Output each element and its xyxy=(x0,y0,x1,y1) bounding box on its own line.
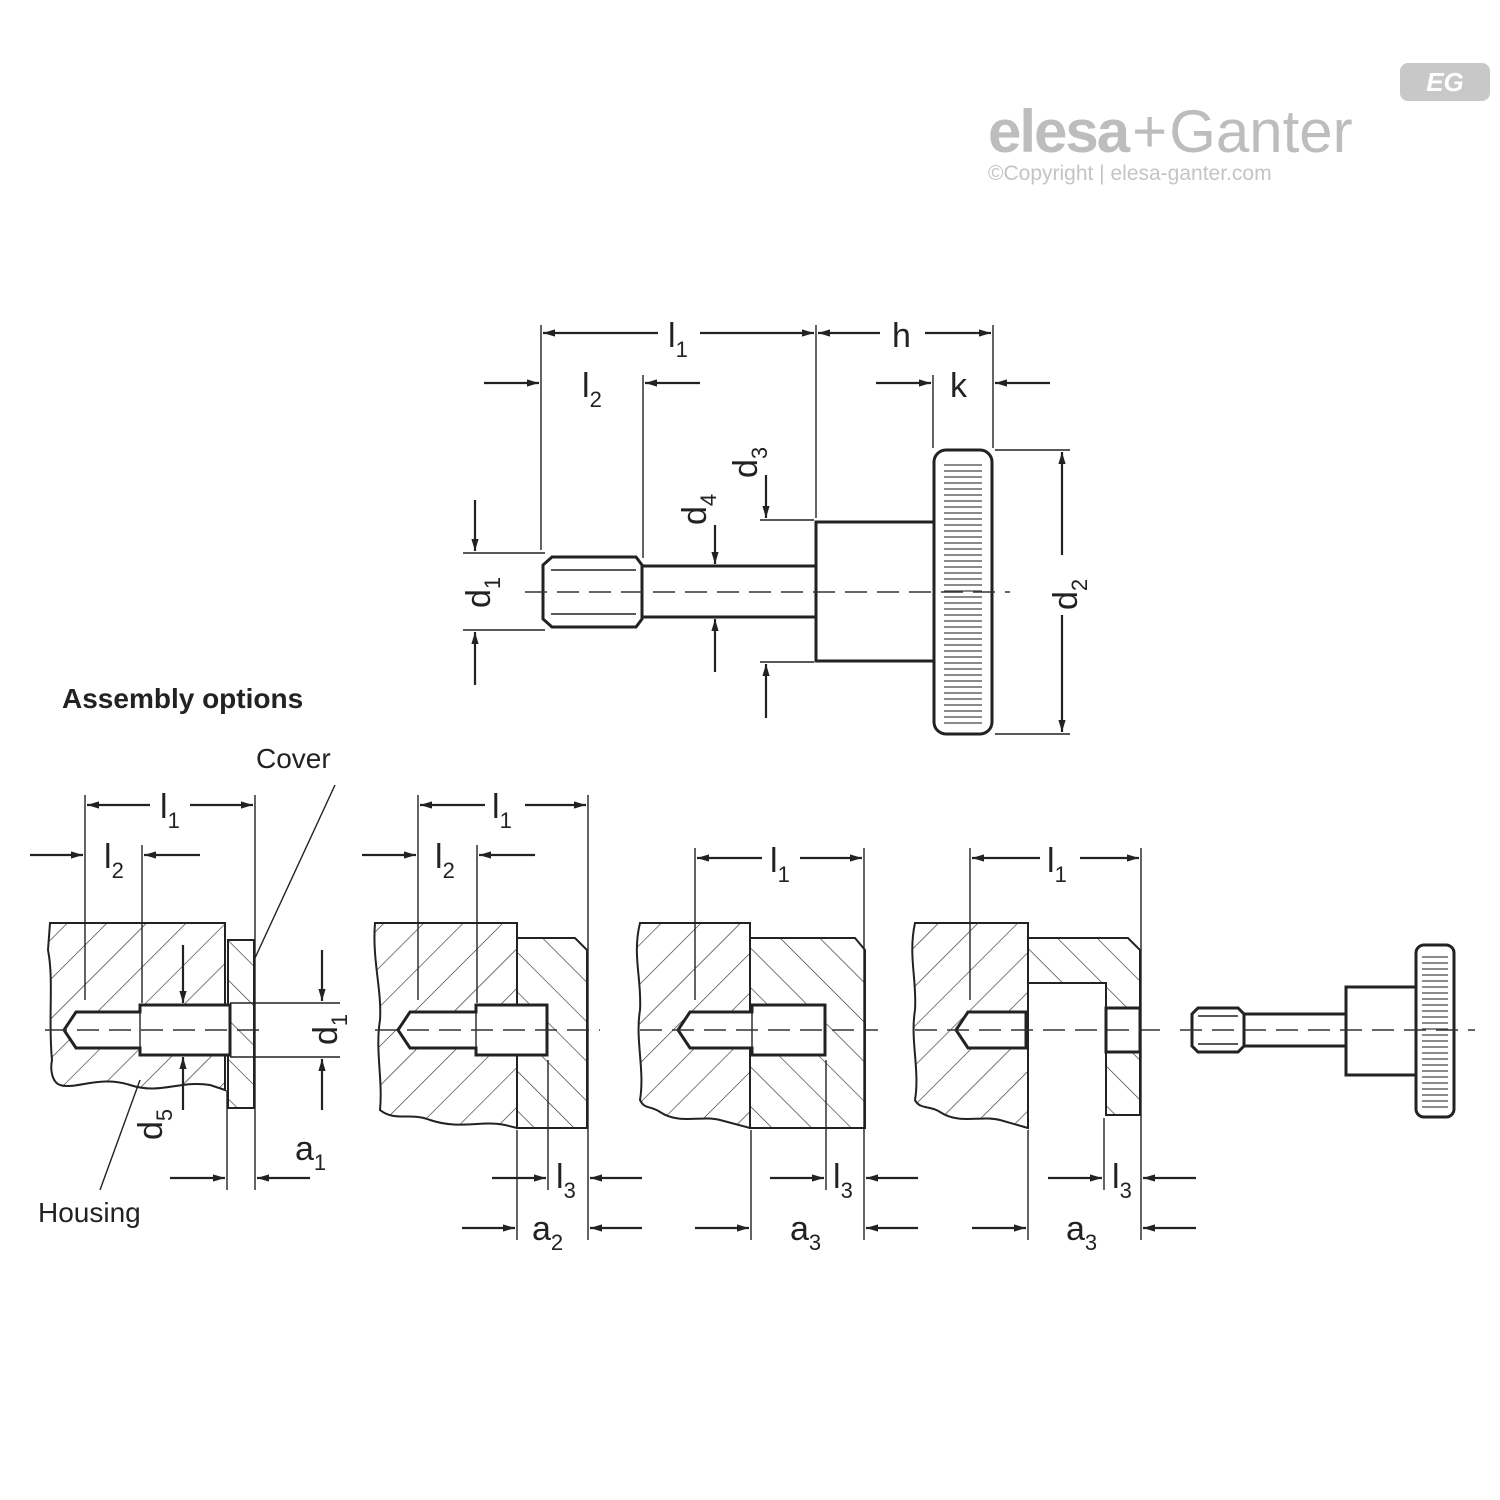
label-h: h xyxy=(892,317,911,355)
label-k: k xyxy=(950,367,968,405)
label-l3: l3 xyxy=(1112,1158,1132,1203)
small-knurl-texture xyxy=(1422,952,1448,1110)
housing-label: Housing xyxy=(38,1197,141,1228)
label-l2: l2 xyxy=(582,367,602,412)
cover-section xyxy=(227,939,255,1109)
brand-logo: EG elesa+Ganter ©Copyright | elesa-gante… xyxy=(988,63,1490,185)
label-d1: d1 xyxy=(460,577,505,608)
logo-copyright: ©Copyright | elesa-ganter.com xyxy=(988,162,1272,185)
logo-wordmark: elesa+Ganter xyxy=(988,98,1353,165)
assembly-option-1: l1 l2 d1 d5 a1 xyxy=(30,788,352,1190)
label-l1: l1 xyxy=(1047,842,1067,887)
label-d1: d1 xyxy=(307,1014,352,1045)
label-a3: a3 xyxy=(790,1210,821,1255)
cover-leader xyxy=(254,784,336,959)
small-part-view xyxy=(1180,943,1475,1119)
logo-plus: + xyxy=(1132,98,1167,165)
label-a1: a1 xyxy=(295,1130,326,1175)
logo-brand-right: Ganter xyxy=(1169,98,1352,165)
assembly-title: Assembly options xyxy=(62,683,303,714)
label-l1: l1 xyxy=(668,317,688,362)
cover-bracket xyxy=(1027,937,1141,1116)
assembly-option-4: l1 l3 a3 xyxy=(911,842,1196,1255)
label-d5: d5 xyxy=(132,1109,177,1140)
cover-label: Cover xyxy=(256,743,331,774)
label-l3: l3 xyxy=(556,1158,576,1203)
label-l1: l1 xyxy=(492,788,512,833)
label-l3: l3 xyxy=(833,1158,853,1203)
small-collar xyxy=(1344,985,1418,1077)
label-a3: a3 xyxy=(1066,1210,1097,1255)
logo-badge xyxy=(1400,63,1490,101)
cover-section xyxy=(516,937,588,1129)
label-l2: l2 xyxy=(104,838,124,883)
housing-leader xyxy=(99,1079,141,1191)
logo-badge-text: EG xyxy=(1426,67,1464,97)
main-view: l1 h l2 k d3 d4 d1 d2 xyxy=(460,317,1092,736)
label-d3: d3 xyxy=(727,447,772,478)
assembly-option-3: l1 l3 a3 xyxy=(635,842,918,1255)
label-d2: d2 xyxy=(1047,579,1092,610)
label-l1: l1 xyxy=(770,842,790,887)
label-a2: a2 xyxy=(532,1210,563,1255)
label-l1: l1 xyxy=(160,788,180,833)
assembly-option-2: l1 l2 l3 a2 xyxy=(362,788,642,1255)
label-d4: d4 xyxy=(676,494,721,525)
logo-brand-left: elesa xyxy=(988,98,1131,165)
label-l2: l2 xyxy=(435,838,455,883)
